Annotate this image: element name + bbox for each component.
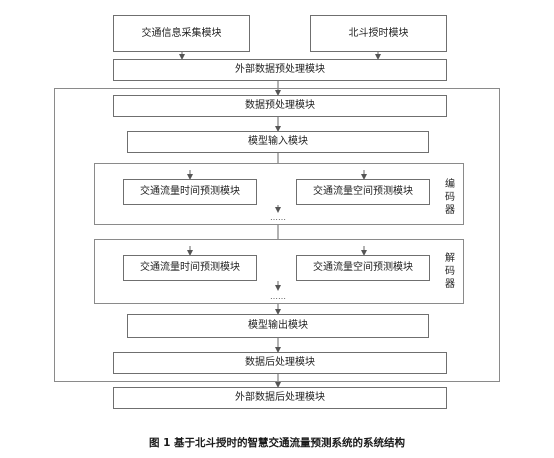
beidou-timing-module: 北斗授时模块 (310, 15, 447, 52)
encoder-ellipsis: …… (270, 213, 286, 222)
figure-caption: 图 1 基于北斗授时的智慧交通流量预测系统的系统结构 (148, 437, 406, 449)
system-core-frame (54, 88, 500, 382)
data-postprocess-module: 数据后处理模块 (113, 352, 447, 374)
encoder-label: 编码器 (445, 179, 455, 216)
decoder-temporal-prediction-module: 交通流量时间预测模块 (123, 255, 257, 281)
data-preprocess-module: 数据预处理模块 (113, 95, 447, 117)
traffic-info-collection-module: 交通信息采集模块 (113, 15, 250, 52)
decoder-frame (94, 239, 464, 304)
decoder-label: 解码器 (445, 253, 455, 290)
decoder-spatial-prediction-module: 交通流量空间预测模块 (296, 255, 430, 281)
external-data-postprocess-module: 外部数据后处理模块 (113, 387, 447, 409)
model-input-module: 模型输入模块 (127, 131, 429, 153)
external-data-preprocess-module: 外部数据预处理模块 (113, 59, 447, 81)
decoder-ellipsis: …… (270, 292, 286, 301)
encoder-spatial-prediction-module: 交通流量空间预测模块 (296, 179, 430, 205)
model-output-module: 模型输出模块 (127, 314, 429, 338)
encoder-frame (94, 163, 464, 225)
encoder-temporal-prediction-module: 交通流量时间预测模块 (123, 179, 257, 205)
